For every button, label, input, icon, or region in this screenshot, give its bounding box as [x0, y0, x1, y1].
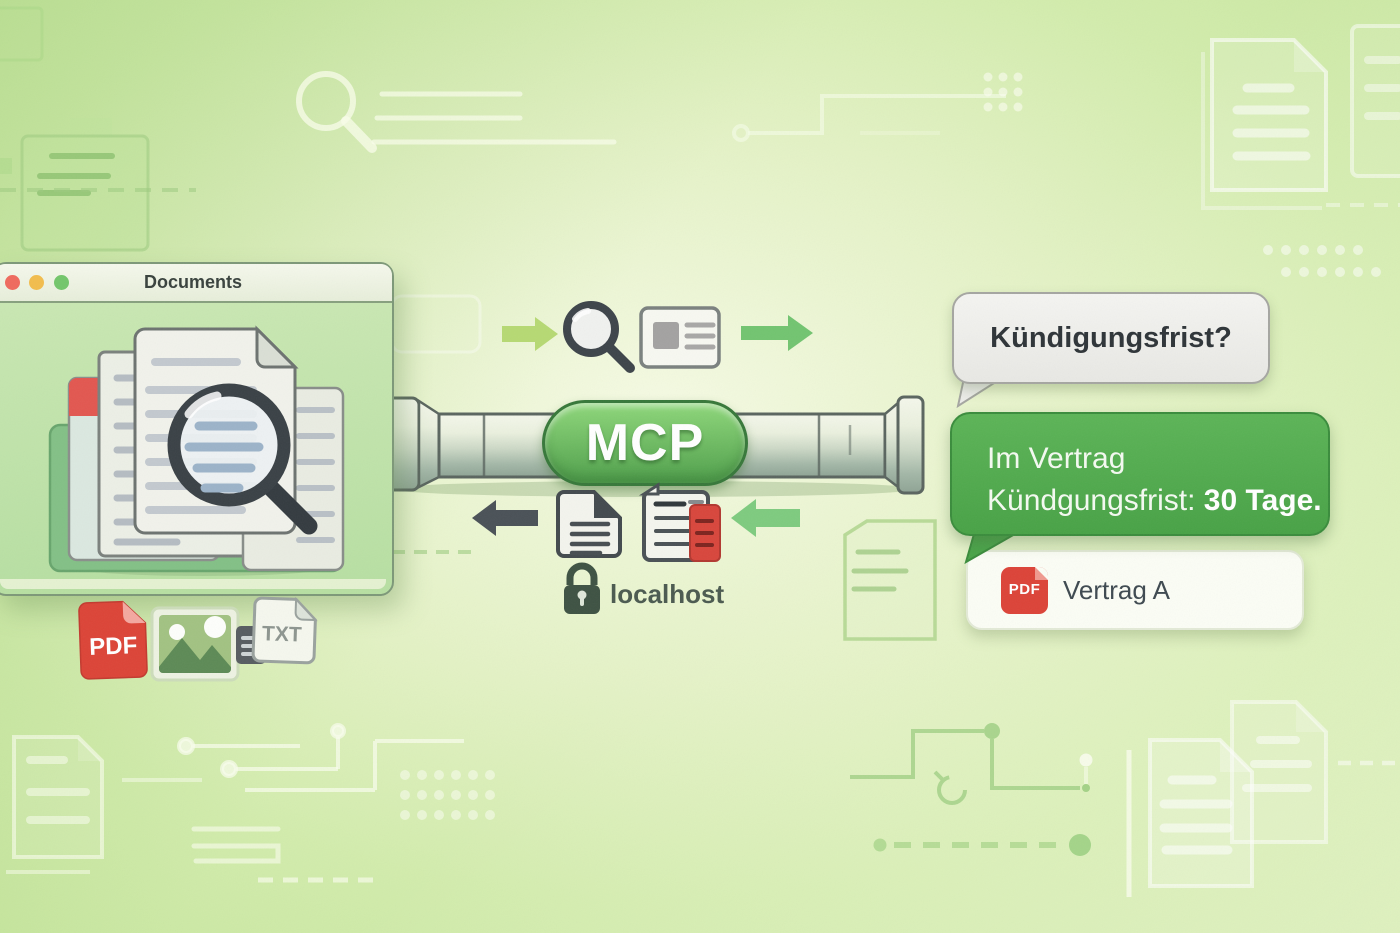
mcp-label: MCP	[585, 414, 705, 472]
document-stack-illustration	[48, 325, 345, 576]
circuit-lines	[732, 94, 1006, 142]
pdf-label: PDF	[89, 632, 138, 661]
circuit-lines	[850, 723, 1093, 805]
search-icon	[563, 301, 635, 373]
window-title: Documents	[143, 272, 242, 292]
lock-icon	[564, 562, 600, 614]
localhost-label: localhost	[610, 579, 725, 609]
pdf-file-icon: PDF	[78, 600, 148, 680]
id-card-icon	[639, 306, 721, 369]
pipe-left-taper	[417, 398, 441, 490]
document-icon	[556, 490, 622, 558]
arrow-left-icon	[472, 500, 538, 536]
pdf-icon: PDF	[1001, 566, 1048, 614]
window-titlebar: Documents	[0, 264, 392, 303]
arrow-left-icon	[731, 499, 800, 537]
mcp-badge: MCP	[542, 400, 748, 486]
answer-line-2-regular: Kündgungsfrist:	[987, 484, 1204, 517]
image-file-icon	[150, 606, 240, 682]
question-bubble: Kündigungsfrist?	[952, 292, 1270, 384]
ghost-document-icon	[843, 519, 937, 641]
ghost-document-icon	[1148, 700, 1400, 888]
documents-window: Documents	[0, 262, 394, 596]
ghost-document-icon	[0, 6, 150, 252]
pdf-icon-fold	[1035, 566, 1048, 580]
answer-line-1: Im Vertrag	[987, 442, 1126, 475]
answer-line-2-bold: 30 Tage.	[1203, 484, 1322, 517]
snake-line	[191, 826, 281, 864]
ghost-document-icon	[1201, 24, 1400, 210]
arrow-right-icon	[502, 317, 558, 351]
ghost-search-icon	[296, 71, 617, 153]
query-flow	[502, 301, 813, 373]
dots-pattern	[1263, 245, 1381, 277]
window-bottom-strip	[0, 579, 386, 589]
source-name: Vertrag A	[1063, 574, 1170, 605]
file-type-icons: PDF TXT	[78, 596, 318, 682]
pdf-icon-label: PDF	[1008, 580, 1041, 598]
answer-bubble: Im Vertrag Kündgungsfrist: 30 Tage.	[950, 412, 1330, 536]
arrow-right-icon	[741, 315, 813, 351]
pipe-right-flange	[896, 395, 925, 495]
pipe-right-taper	[883, 400, 900, 490]
question-text: Kündigungsfrist?	[990, 321, 1232, 354]
dashed-connector	[873, 834, 1091, 856]
ghost-document-icon	[6, 735, 202, 874]
dots-pattern	[400, 770, 495, 820]
document-bookmark-icon	[638, 482, 721, 562]
answer-line-2: Kündgungsfrist: 30 Tage.	[987, 480, 1328, 522]
txt-label: TXT	[262, 622, 303, 646]
txt-file-icon: TXT	[251, 596, 318, 665]
dots-pattern	[983, 72, 1023, 112]
circuit-lines	[177, 723, 464, 792]
